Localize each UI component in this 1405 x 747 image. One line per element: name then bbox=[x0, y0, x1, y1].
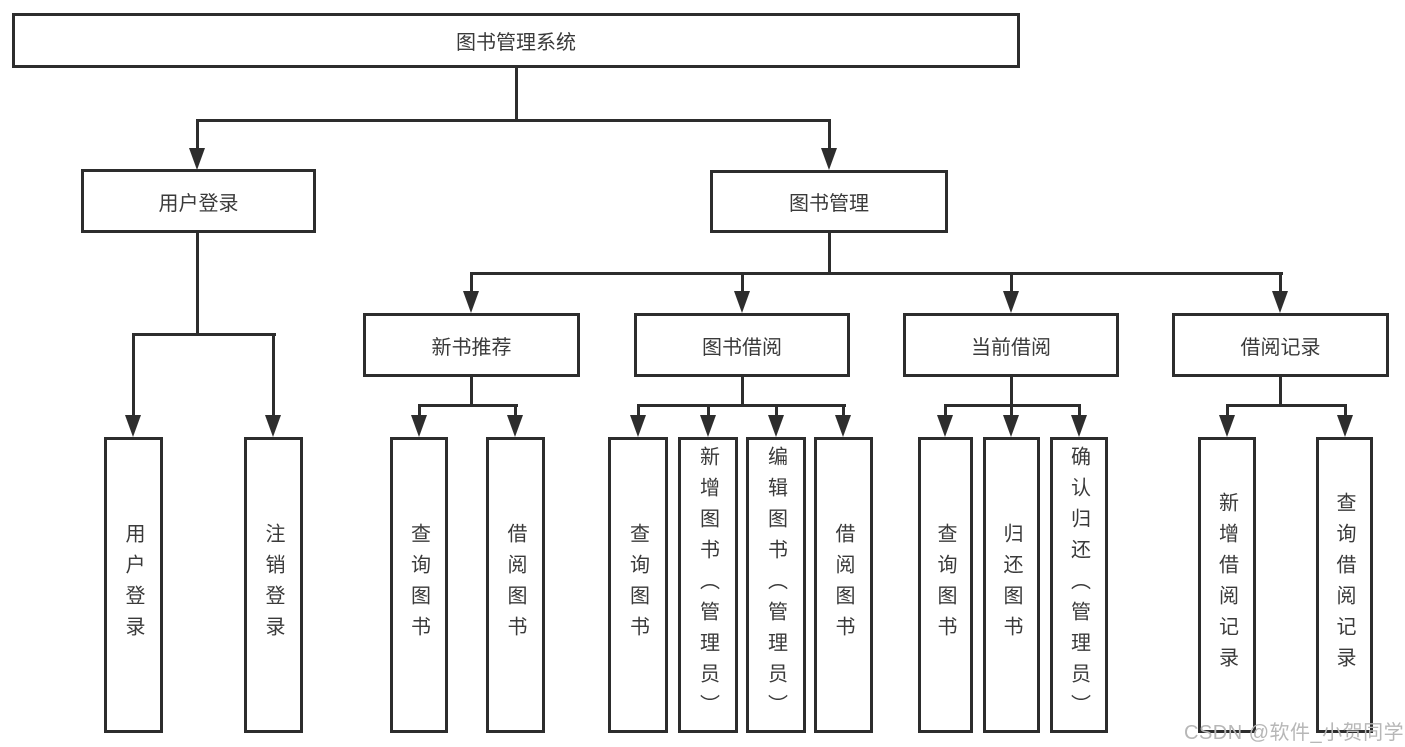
connector-line bbox=[707, 404, 710, 417]
node-label: 查询借阅记录 bbox=[1333, 492, 1355, 678]
leaf-current-return-books: 归还图书 bbox=[983, 437, 1040, 733]
connector-line bbox=[1010, 377, 1013, 407]
arrow-down-icon bbox=[1337, 415, 1353, 437]
connector-line bbox=[514, 404, 517, 417]
connector-line bbox=[775, 404, 778, 417]
arrow-down-icon bbox=[1272, 291, 1288, 313]
arrow-down-icon bbox=[821, 148, 837, 170]
arrow-down-icon bbox=[630, 415, 646, 437]
connector-line bbox=[828, 233, 831, 275]
leaf-records-add-record: 新增借阅记录 bbox=[1198, 437, 1256, 733]
connector-line bbox=[637, 404, 846, 407]
arrow-down-icon bbox=[700, 415, 716, 437]
node-label: 借阅图书 bbox=[832, 523, 854, 647]
node-current-borrowing: 当前借阅 bbox=[903, 313, 1119, 377]
node-label: 编辑图书（管理员） bbox=[764, 445, 787, 725]
node-label: 新增图书（管理员） bbox=[696, 445, 719, 725]
arrow-down-icon bbox=[125, 415, 141, 437]
connector-line bbox=[196, 119, 199, 150]
node-label: 查询图书 bbox=[407, 523, 430, 647]
arrow-down-icon bbox=[1003, 415, 1019, 437]
node-label: 归还图书 bbox=[1000, 523, 1022, 647]
arrow-down-icon bbox=[507, 415, 523, 437]
leaf-current-query-books: 查询图书 bbox=[918, 437, 973, 733]
arrow-down-icon bbox=[463, 291, 479, 313]
connector-line bbox=[637, 404, 640, 417]
connector-line bbox=[196, 119, 831, 122]
node-label: 借阅图书 bbox=[504, 523, 526, 647]
arrow-down-icon bbox=[937, 415, 953, 437]
connector-line bbox=[1010, 272, 1013, 292]
node-library-management-system: 图书管理系统 bbox=[12, 13, 1020, 68]
connector-line bbox=[515, 68, 518, 122]
leaf-newbook-query-books: 查询图书 bbox=[390, 437, 448, 733]
watermark: CSDN @软件_小贺同学 bbox=[1184, 722, 1405, 744]
leaf-borrow-query-books: 查询图书 bbox=[608, 437, 668, 733]
arrow-down-icon bbox=[265, 415, 281, 437]
node-label: 图书管理 bbox=[789, 193, 869, 215]
node-label: 新书推荐 bbox=[431, 336, 512, 359]
arrow-down-icon bbox=[1219, 415, 1235, 437]
node-label: 当前借阅 bbox=[971, 336, 1051, 359]
node-label: 图书借阅 bbox=[702, 336, 782, 359]
node-label: 用户登录 bbox=[122, 523, 144, 647]
leaf-logout: 注销登录 bbox=[244, 437, 303, 733]
node-book-management: 图书管理 bbox=[710, 170, 948, 233]
node-borrowing-records: 借阅记录 bbox=[1172, 313, 1389, 377]
arrow-down-icon bbox=[835, 415, 851, 437]
node-new-book-recommendation: 新书推荐 bbox=[363, 313, 580, 377]
node-user-login: 用户登录 bbox=[81, 169, 316, 233]
arrow-down-icon bbox=[768, 415, 784, 437]
leaf-user-login: 用户登录 bbox=[104, 437, 163, 733]
connector-line bbox=[470, 272, 1283, 275]
leaf-current-confirm-return-admin: 确认归还（管理员） bbox=[1050, 437, 1108, 733]
connector-line bbox=[418, 404, 421, 417]
arrow-down-icon bbox=[189, 148, 205, 170]
node-label: 新增借阅记录 bbox=[1215, 492, 1238, 678]
leaf-borrow-edit-books-admin: 编辑图书（管理员） bbox=[746, 437, 806, 733]
connector-line bbox=[741, 272, 744, 292]
connector-line bbox=[470, 272, 473, 292]
arrow-down-icon bbox=[734, 291, 750, 313]
connector-line bbox=[132, 333, 276, 336]
connector-line bbox=[1226, 404, 1229, 417]
connector-line bbox=[1344, 404, 1347, 417]
connector-line bbox=[196, 232, 199, 336]
node-label: 注销登录 bbox=[262, 523, 284, 647]
node-label: 图书管理系统 bbox=[456, 32, 576, 54]
connector-line bbox=[1279, 272, 1282, 292]
connector-line bbox=[470, 377, 473, 407]
leaf-records-query-record: 查询借阅记录 bbox=[1316, 437, 1373, 733]
connector-line bbox=[944, 404, 947, 417]
arrow-down-icon bbox=[1071, 415, 1087, 437]
connector-line bbox=[1279, 377, 1282, 407]
connector-line bbox=[1010, 404, 1013, 417]
arrow-down-icon bbox=[1003, 291, 1019, 313]
connector-line bbox=[418, 404, 518, 407]
node-book-borrowing: 图书借阅 bbox=[634, 313, 850, 377]
node-label: 借阅记录 bbox=[1240, 336, 1321, 359]
node-label: 用户登录 bbox=[158, 192, 239, 215]
node-label: 查询图书 bbox=[626, 523, 649, 647]
connector-line bbox=[132, 333, 135, 417]
leaf-borrow-borrow-books: 借阅图书 bbox=[814, 437, 873, 733]
arrow-down-icon bbox=[411, 415, 427, 437]
connector-line bbox=[272, 333, 275, 417]
connector-line bbox=[1226, 404, 1347, 407]
connector-line bbox=[741, 377, 744, 407]
connector-line bbox=[828, 119, 831, 150]
node-label: 确认归还（管理员） bbox=[1067, 445, 1090, 725]
node-label: 查询图书 bbox=[934, 523, 956, 647]
connector-line bbox=[1078, 404, 1081, 417]
connector-line bbox=[842, 404, 845, 417]
leaf-borrow-add-books-admin: 新增图书（管理员） bbox=[678, 437, 738, 733]
leaf-newbook-borrow-books: 借阅图书 bbox=[486, 437, 545, 733]
